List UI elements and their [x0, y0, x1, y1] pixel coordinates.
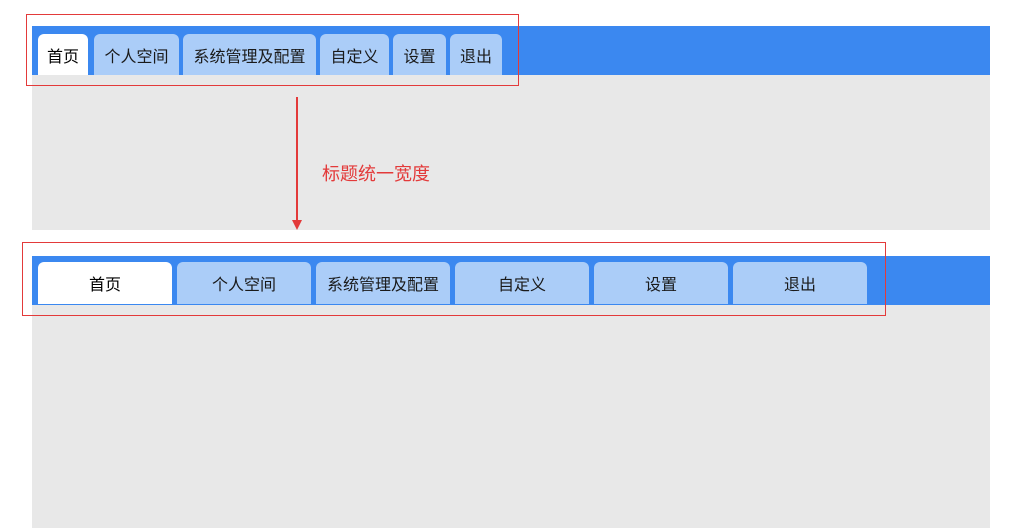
tab-bar-before: 首页 个人空间 系统管理及配置 自定义 设置 退出: [32, 26, 990, 75]
tab-personal-space-after[interactable]: 个人空间: [177, 262, 311, 304]
annotation-label: 标题统一宽度: [322, 164, 430, 185]
tab-logout-before[interactable]: 退出: [450, 34, 502, 75]
arrow-line: [296, 97, 298, 222]
tab-system-management-before[interactable]: 系统管理及配置: [183, 34, 316, 75]
tab-personal-space-before[interactable]: 个人空间: [94, 34, 179, 75]
tab-custom-after[interactable]: 自定义: [455, 262, 589, 304]
panel-after: 首页 个人空间 系统管理及配置 自定义 设置 退出: [32, 256, 990, 528]
tab-home-after[interactable]: 首页: [38, 262, 172, 304]
tab-settings-after[interactable]: 设置: [594, 262, 728, 304]
tab-settings-before[interactable]: 设置: [393, 34, 446, 75]
tab-home-before[interactable]: 首页: [38, 34, 88, 75]
tab-bar-after: 首页 个人空间 系统管理及配置 自定义 设置 退出: [32, 256, 990, 305]
tab-custom-before[interactable]: 自定义: [320, 34, 389, 75]
tab-system-management-after[interactable]: 系统管理及配置: [316, 262, 450, 304]
arrow-down-icon: [292, 220, 302, 230]
tab-logout-after[interactable]: 退出: [733, 262, 867, 304]
panel-before: 首页 个人空间 系统管理及配置 自定义 设置 退出: [32, 26, 990, 230]
